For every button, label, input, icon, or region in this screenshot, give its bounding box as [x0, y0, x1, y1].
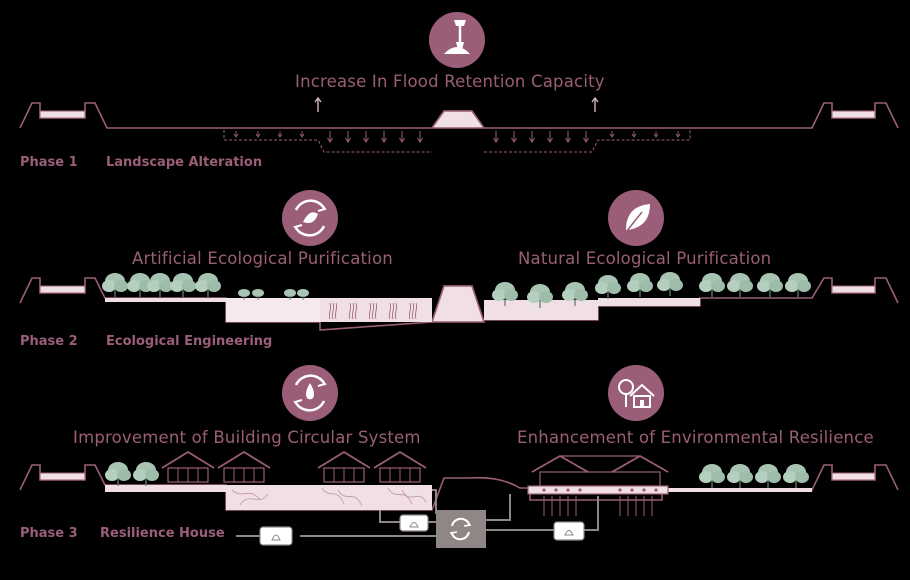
left-levee-block — [39, 285, 86, 294]
filter-unit-2 — [399, 514, 429, 532]
leaf-icon — [608, 190, 664, 246]
phase1-name: Landscape Alteration — [106, 155, 263, 170]
water-table-arrows — [314, 97, 599, 113]
water-recycle-icon — [282, 365, 338, 421]
terrain-profile — [19, 464, 899, 511]
wetland-bed — [226, 298, 320, 322]
leaf-recycle-icon — [282, 190, 338, 246]
water-recycle-unit — [436, 510, 486, 548]
water-basin — [226, 485, 432, 510]
root-network — [231, 487, 427, 507]
trees-left — [104, 461, 160, 487]
phase2-left-title: Artificial Ecological Purification — [132, 249, 393, 268]
left-levee-block — [39, 472, 86, 481]
filter-unit-1 — [259, 526, 293, 546]
phase3-section — [19, 365, 899, 548]
phase1-section — [19, 12, 899, 153]
filter-unit-3 — [553, 521, 585, 541]
resilience-house-4 — [373, 450, 427, 483]
phase3-right-title: Enhancement of Environmental Resilience — [517, 428, 874, 447]
soil-fill — [598, 298, 700, 306]
phase2-label: Phase 2 — [20, 334, 78, 349]
phase3-label: Phase 3 — [20, 526, 78, 541]
resilience-house-1 — [161, 450, 215, 483]
resilience-house-3 — [317, 450, 371, 483]
soil-fill — [105, 485, 226, 492]
stilt-house-right — [527, 454, 669, 516]
house-tree-icon — [608, 365, 664, 421]
soil-fill — [662, 488, 812, 492]
trees-right — [698, 463, 810, 489]
resilience-house-2 — [217, 450, 271, 483]
center-dike — [430, 110, 486, 129]
phase2-right-title: Natural Ecological Purification — [518, 249, 772, 268]
soil-fill — [105, 298, 226, 302]
phase3-left-title: Improvement of Building Circular System — [73, 428, 421, 447]
circulation-pipes — [236, 489, 599, 537]
phase2-name: Ecological Engineering — [106, 334, 273, 349]
forest-basin — [484, 300, 598, 320]
left-levee-block — [39, 110, 86, 119]
excavation-left — [223, 130, 432, 153]
phase1-label: Phase 1 — [20, 155, 78, 170]
right-levee-block — [831, 285, 876, 294]
phase3-name: Resilience House — [100, 526, 225, 541]
excavation-right — [484, 130, 691, 153]
trees-left — [101, 272, 222, 298]
phase1-title: Increase In Flood Retention Capacity — [295, 72, 605, 91]
phase2-section — [19, 190, 899, 331]
right-levee-block — [831, 110, 876, 119]
shovel-soil-icon — [429, 12, 485, 68]
right-levee-block — [831, 472, 876, 481]
center-dike — [430, 285, 486, 323]
